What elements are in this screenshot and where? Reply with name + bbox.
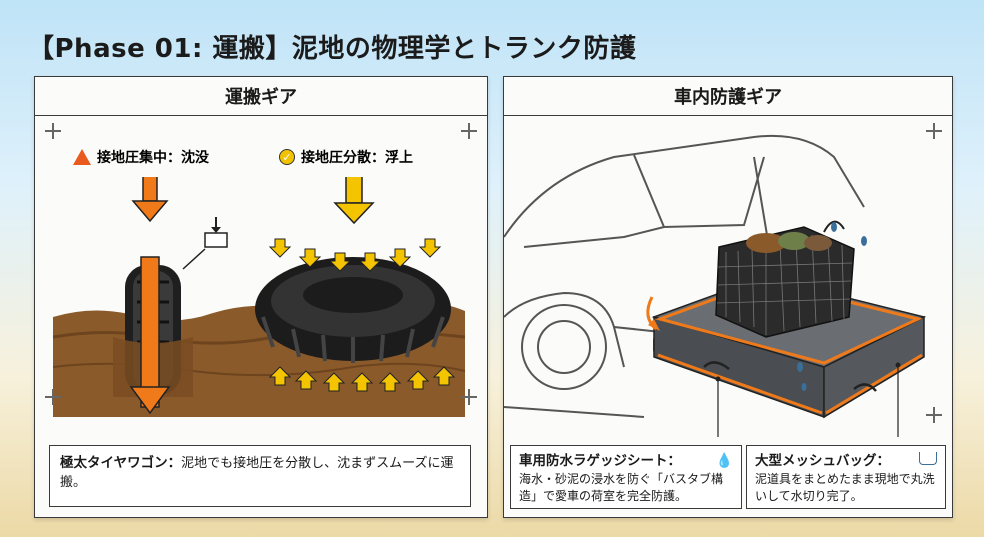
- sink-label-text: 接地圧集中：沈没: [97, 150, 209, 166]
- left-caption-title: 極太タイヤワゴン：: [60, 455, 182, 471]
- trunk-protection-illustration: [504, 134, 927, 437]
- corner-mark: [926, 123, 942, 139]
- corner-mark: [461, 389, 477, 405]
- sheet-caption-text: 海水・砂泥の浸水を防ぐ「バスタブ構造」で愛車の荷室を完全防護。: [519, 472, 724, 503]
- corner-mark: [45, 123, 61, 139]
- sink-arrow: [129, 256, 171, 415]
- water-drops: [797, 222, 867, 391]
- pressure-icon: [182, 217, 228, 270]
- top-arrow-thin: [131, 177, 169, 223]
- corner-mark: [45, 389, 61, 405]
- fat-tire: [255, 257, 451, 363]
- bag-caption-title: 大型メッシュバッグ：: [755, 453, 890, 469]
- check-icon: ✓: [279, 149, 295, 165]
- mesh-bag: [715, 220, 855, 338]
- bag-caption-text: 泥道具をまとめたまま現地で丸洗いして水切り完了。: [755, 472, 935, 503]
- distributed-arrows-up: [268, 366, 456, 392]
- sink-label: 接地圧集中：沈没: [73, 147, 209, 167]
- left-caption: 極太タイヤワゴン：泥地でも接地圧を分散し、沈まずスムーズに運搬。: [49, 445, 471, 507]
- float-label: ✓ 接地圧分散：浮上: [279, 147, 413, 167]
- float-arrow-top: [333, 177, 375, 225]
- page-title: 【Phase 01: 運搬】泥地の物理学とトランク防護: [28, 34, 637, 64]
- water-drop-icon: 💧: [715, 453, 733, 469]
- distributed-arrows-down: [268, 238, 442, 272]
- corner-mark: [461, 123, 477, 139]
- warning-icon: [73, 149, 91, 165]
- bag-caption: 大型メッシュバッグ： 泥道具をまとめたまま現地で丸洗いして水切り完了。: [746, 445, 946, 509]
- left-panel: 運搬ギア 接地圧集中：沈没 ✓ 接地圧分散：浮上: [34, 76, 488, 518]
- sheet-caption-title: 車用防水ラゲッジシート：: [519, 453, 681, 469]
- sheet-caption: 車用防水ラゲッジシート： 海水・砂泥の浸水を防ぐ「バスタブ構造」で愛車の荷室を完…: [510, 445, 742, 509]
- right-panel: 車内防護ギア: [503, 76, 953, 518]
- float-label-text: 接地圧分散：浮上: [301, 150, 413, 166]
- left-panel-heading: 運搬ギア: [35, 77, 487, 116]
- right-panel-heading: 車内防護ギア: [504, 77, 952, 116]
- tire-comparison-illustration: [53, 177, 465, 417]
- wash-icon: [919, 452, 937, 465]
- left-caption-text: 泥地でも接地圧を分散し、沈まずスムーズに運搬。: [60, 456, 454, 490]
- corner-mark: [926, 407, 942, 423]
